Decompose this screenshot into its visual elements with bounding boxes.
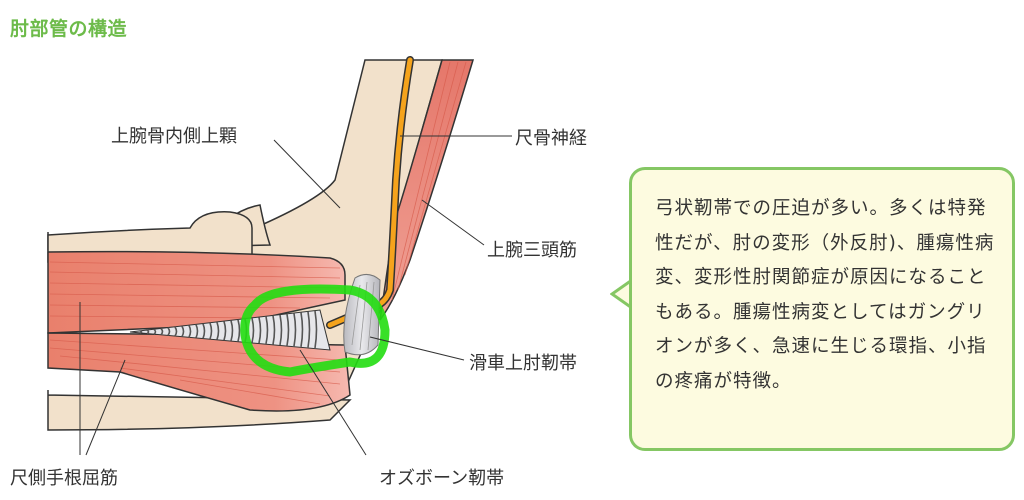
ligament-stripe: [293, 313, 297, 347]
ligament-stripe: [160, 328, 164, 336]
callout-text: 弓状靭帯での圧迫が多い。多くは特発性だが、肘の変形（外反肘)、腫瘍性病変、変形性…: [655, 198, 995, 392]
ligament-stripe: [237, 319, 241, 342]
page-title: 肘部管の構造: [10, 18, 128, 40]
ligament-stripe: [153, 328, 157, 335]
ligament-stripe: [272, 315, 276, 345]
ligament-stripe: [216, 321, 220, 340]
ligament-stripe: [181, 325, 185, 337]
ligament-stripe: [314, 310, 318, 349]
ligament-stripe: [279, 314, 283, 346]
label-ulnar-nerve: 尺骨神経: [515, 128, 587, 149]
callout-box: [629, 167, 1015, 451]
leader-triceps: [421, 199, 485, 246]
leader-fcu-2: [85, 359, 126, 456]
label-medial-epicondyle: 上腕骨内側上顆: [111, 126, 237, 147]
ligament-stripe: [251, 318, 255, 343]
label-flexor-carpi-ulnaris: 尺側手根屈筋: [10, 468, 118, 489]
callout-tail: [610, 278, 633, 310]
ligament-stripe: [223, 321, 227, 341]
ligament-stripe: [300, 312, 304, 347]
fcu-upper-head: [47, 250, 346, 334]
ligament-stripe: [139, 330, 143, 334]
forearm-bone-upper: [47, 211, 253, 263]
ligament-stripe: [230, 320, 234, 342]
leader-osborne: [299, 349, 367, 456]
ligament-stripe: [258, 317, 262, 344]
osborne-ligament-stripes: [129, 309, 331, 351]
ligament-stripe: [146, 329, 150, 335]
ligament-stripe: [167, 327, 171, 336]
ligament-stripe: [202, 323, 206, 339]
label-osborne-ligament: オズボーン靭帯: [379, 468, 505, 489]
ligament-stripe: [209, 322, 213, 340]
label-cubital-tunnel-retinaculum: 滑車上肘靭帯: [469, 353, 577, 374]
ligament-stripe: [195, 324, 199, 339]
ligament-stripe: [174, 326, 178, 337]
leader-epicondyle: [273, 139, 341, 209]
ligament-stripe: [265, 316, 269, 344]
ligament-stripe: [188, 325, 192, 338]
label-triceps: 上腕三頭筋: [487, 240, 577, 261]
ligament-stripe: [286, 314, 290, 346]
highlight-ring: [240, 284, 390, 377]
leader-ligament: [369, 336, 465, 361]
elbow-illustration: [47, 56, 512, 456]
ligament-stripe: [307, 311, 311, 348]
